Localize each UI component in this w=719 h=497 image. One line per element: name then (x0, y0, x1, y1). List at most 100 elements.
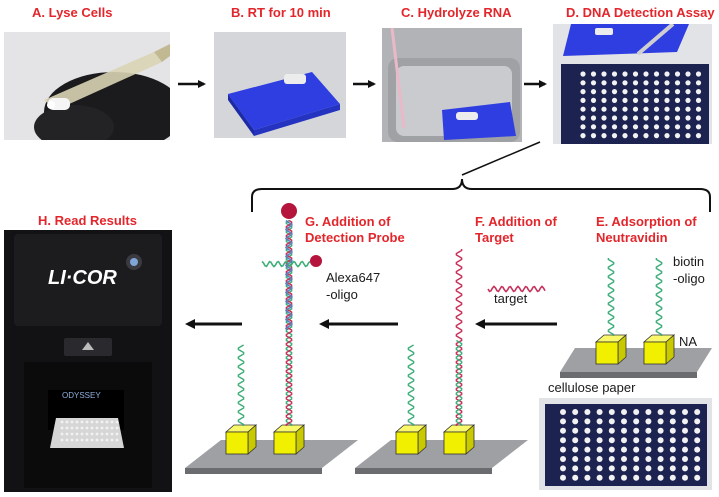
well-dot (80, 432, 84, 436)
well-dot (622, 115, 628, 121)
well-dot (596, 418, 603, 425)
well-dot (633, 456, 640, 462)
well-dot (653, 71, 660, 77)
well-dot (664, 115, 670, 121)
well-dot (95, 420, 99, 424)
well-dot (674, 80, 681, 86)
well-dot (622, 106, 628, 112)
well-dot (580, 106, 586, 112)
well-dot (596, 446, 603, 453)
target-label: target (494, 291, 528, 306)
well-dot (674, 97, 681, 103)
well-dot (632, 106, 639, 112)
well-dot (95, 432, 99, 436)
well-dot (682, 409, 688, 415)
well-dot (584, 418, 591, 425)
well-dot (100, 426, 104, 430)
step-h-title: H. Read Results (38, 213, 137, 228)
well-dot (110, 426, 114, 430)
well-dot (100, 432, 104, 436)
well-dot (115, 420, 119, 424)
well-dot (584, 446, 591, 453)
substrate-e (560, 348, 712, 378)
well-dot (685, 97, 691, 103)
well-dot (669, 427, 676, 434)
well-dot (110, 420, 114, 424)
well-dot (621, 456, 627, 462)
well-dot (657, 427, 664, 434)
well-dot (580, 133, 586, 139)
well-dot (560, 427, 566, 434)
well-dot (70, 438, 74, 442)
well-dot (65, 420, 69, 424)
well-dot (572, 437, 579, 444)
well-dot (621, 474, 627, 481)
free-target-strand (487, 285, 546, 293)
step-c-title: C. Hydrolyze RNA (401, 5, 512, 20)
well-dot (584, 409, 591, 415)
licor-instrument-illustration (4, 230, 172, 492)
well-dot (657, 456, 664, 462)
free-probe-fluorophore (310, 255, 322, 267)
well-dot (584, 437, 591, 444)
well-dot (80, 438, 84, 442)
well-dot (632, 124, 639, 130)
neutravidin-block (442, 424, 476, 455)
well-dot (694, 465, 701, 472)
well-dot (674, 115, 681, 121)
well-dot (90, 432, 94, 436)
biotin-oligo-label-line2: -oligo (673, 271, 705, 286)
well-dot (682, 465, 688, 472)
well-dot (643, 71, 649, 77)
well-dot (611, 97, 618, 103)
well-dot (115, 438, 119, 442)
well-dot (694, 446, 701, 453)
well-dot (622, 124, 628, 130)
well-dot (572, 418, 579, 425)
capture-oligo (237, 344, 245, 426)
well-dot (657, 409, 664, 415)
well-dot (572, 427, 579, 434)
well-dot (584, 465, 591, 472)
well-dot (674, 106, 681, 112)
hybridized-target (455, 249, 463, 426)
well-dot (100, 420, 104, 424)
well-dot (590, 80, 597, 86)
well-dot (611, 106, 618, 112)
well-dot (664, 106, 670, 112)
well-dot (653, 115, 660, 121)
step-g-title-line2: Detection Probe (305, 230, 405, 245)
lyse-cells-illustration (4, 32, 170, 140)
photo-dna-detection (553, 24, 712, 144)
well-dot (645, 446, 652, 453)
well-dot (75, 438, 79, 442)
well-dot (674, 89, 681, 95)
well-dot (682, 437, 688, 444)
well-dot (621, 437, 627, 444)
well-dot (584, 427, 591, 434)
well-dot (596, 427, 603, 434)
well-dot (682, 446, 688, 453)
well-dot (590, 97, 597, 103)
well-dot (105, 432, 109, 436)
well-dot (85, 426, 89, 430)
well-dot (685, 71, 691, 77)
well-dot (560, 465, 566, 472)
well-dot (90, 426, 94, 430)
step-f-title-line1: F. Addition of (475, 214, 557, 229)
well-dot (580, 115, 586, 121)
well-dot (645, 456, 652, 462)
well-dot (608, 465, 615, 472)
well-dot (580, 89, 586, 95)
well-dot (105, 426, 109, 430)
free-detection-probe (261, 260, 311, 268)
well-dot (572, 456, 579, 462)
well-dot (633, 437, 640, 444)
well-dot (664, 89, 670, 95)
well-dot (694, 418, 701, 425)
well-dot (572, 409, 579, 415)
substrate-f (355, 440, 528, 474)
well-dot (70, 420, 74, 424)
photo-lyse-cells (4, 32, 170, 140)
